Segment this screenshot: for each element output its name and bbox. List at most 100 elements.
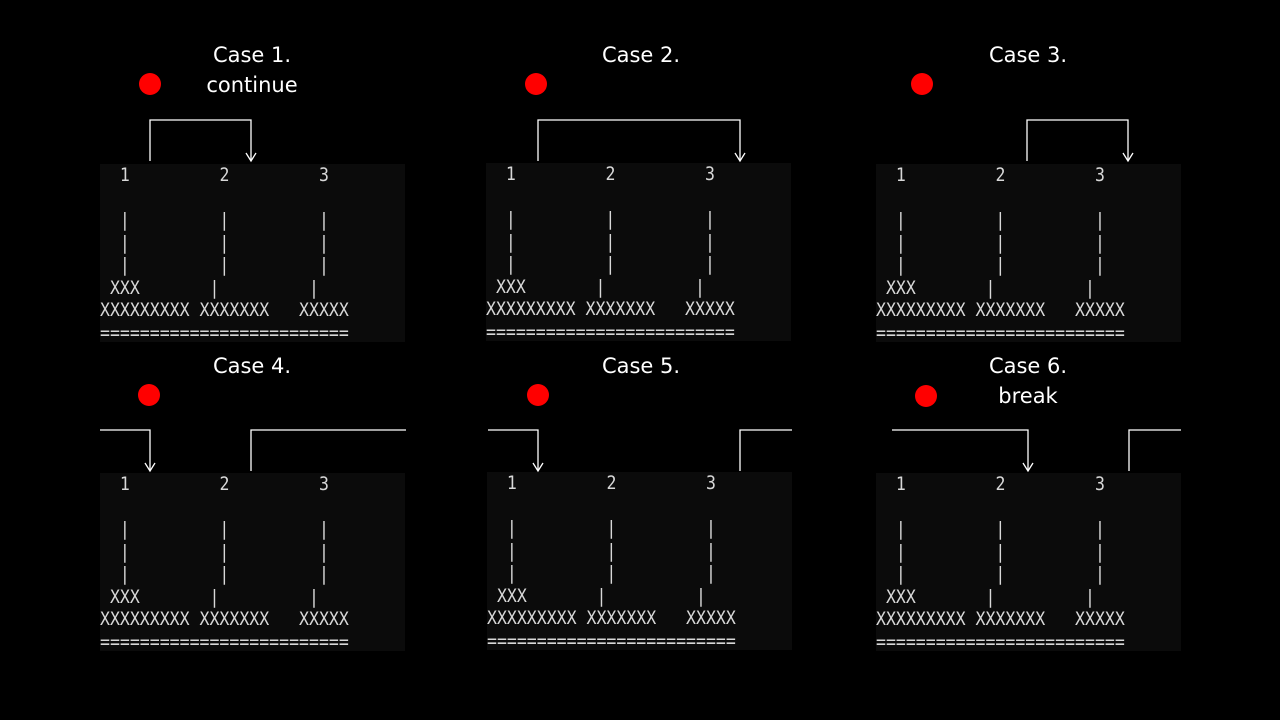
case-4-row-5: XXX | |	[109, 585, 319, 608]
case-1-row-3: | | |	[119, 231, 329, 254]
case-4-arrowhead	[144, 462, 156, 473]
case-1-heading: Case 1.	[212, 43, 292, 67]
case-1-column-2: 2	[219, 164, 230, 186]
case-5-title: Case 5.	[541, 351, 741, 381]
case-2-red-dot	[525, 73, 547, 95]
case-3-row-3: | | |	[895, 231, 1105, 254]
case-3-row-5: XXX | |	[885, 276, 1095, 299]
case-5-arrow-in	[488, 429, 539, 471]
case-3-column-1: 1	[895, 164, 906, 186]
case-6-column-labels: 1 2 3	[876, 473, 1105, 495]
case-6-arrowhead	[1022, 462, 1034, 473]
case-2-heading: Case 2.	[601, 43, 681, 67]
case-6-row-4: | | |	[895, 563, 1105, 585]
case-5-row-5: XXX | |	[496, 584, 706, 607]
case-6-column-1: 1	[895, 473, 906, 495]
case-3-terminal-panel: 1 2 3 | | | | | | | | | XXX | | XXXXXXXX…	[876, 164, 1181, 344]
case-5-column-2: 2	[606, 472, 617, 494]
case-3-arrowhead	[1122, 152, 1134, 163]
case-1-floor: =========================	[100, 321, 349, 344]
case-3-row-4: | | |	[895, 254, 1105, 276]
case-3-column-labels: 1 2 3	[876, 164, 1105, 186]
case-4-arrow-out	[250, 429, 406, 471]
case-4-floor: =========================	[100, 630, 349, 653]
case-5-ascii-towers: 1 2 3 | | | | | | | | | XXX | | XXXXXXXX…	[487, 472, 736, 652]
case-1-row-4: | | |	[119, 254, 329, 276]
case-2-floor: =========================	[486, 320, 735, 343]
case-4-row-2: | | |	[119, 518, 329, 540]
case-4-column-2: 2	[219, 473, 230, 495]
case-6-ascii-towers: 1 2 3 | | | | | | | | | XXX | | XXXXXXXX…	[876, 473, 1125, 653]
case-6-base-disks: XXXXXXXXX XXXXXXX XXXXX	[876, 608, 1125, 630]
case-5-row-4: | | |	[506, 562, 716, 584]
case-4-ascii-towers: 1 2 3 | | | | | | | | | XXX | | XXXXXXXX…	[100, 473, 349, 653]
case-3-column-3: 3	[1094, 164, 1105, 186]
case-4-column-labels: 1 2 3	[100, 473, 329, 495]
case-3-title: Case 3.	[928, 40, 1128, 70]
case-6-red-dot	[915, 385, 937, 407]
case-1-row-2: | | |	[119, 209, 329, 231]
case-2-title: Case 2.	[541, 40, 741, 70]
case-6-column-3: 3	[1094, 473, 1105, 495]
case-5-arrow-out	[739, 429, 792, 471]
case-2-column-2: 2	[605, 163, 616, 185]
case-4-row-3: | | |	[119, 540, 329, 563]
case-2-arrowhead	[734, 152, 746, 163]
case-5-base-disks: XXXXXXXXX XXXXXXX XXXXX	[487, 607, 736, 629]
case-2-ascii-towers: 1 2 3 | | | | | | | | | XXX | | XXXXXXXX…	[486, 163, 735, 343]
case-1-row-5: XXX | |	[109, 276, 319, 299]
case-5-column-1: 1	[506, 472, 517, 494]
case-5-heading: Case 5.	[601, 354, 681, 378]
case-1-subtitle: continue	[206, 73, 298, 97]
case-5-column-labels: 1 2 3	[487, 472, 716, 494]
case-2-row-2: | | |	[505, 208, 715, 230]
case-4-red-dot	[138, 384, 160, 406]
case-1-column-3: 3	[318, 164, 329, 186]
case-6-row-3: | | |	[895, 540, 1105, 563]
case-3-row-2: | | |	[895, 209, 1105, 231]
case-6-row-5: XXX | |	[885, 585, 1095, 608]
case-1-arrowhead	[245, 152, 257, 163]
case-6-terminal-panel: 1 2 3 | | | | | | | | | XXX | | XXXXXXXX…	[876, 473, 1181, 653]
case-6-floor: =========================	[876, 630, 1125, 653]
case-3-floor: =========================	[876, 321, 1125, 344]
case-4-row-4: | | |	[119, 563, 329, 585]
case-4-base-disks: XXXXXXXXX XXXXXXX XXXXX	[100, 608, 349, 630]
case-5-row-2: | | |	[506, 517, 716, 539]
case-2-column-1: 1	[505, 163, 516, 185]
case-1-arrow	[149, 119, 252, 161]
case-6-subtitle: break	[998, 384, 1058, 408]
case-3-heading: Case 3.	[988, 43, 1068, 67]
case-6-title: Case 6. break	[928, 351, 1128, 411]
case-6-column-2: 2	[995, 473, 1006, 495]
case-3-arrow	[1026, 119, 1129, 161]
case-2-column-labels: 1 2 3	[486, 163, 715, 185]
case-4-heading: Case 4.	[212, 354, 292, 378]
case-5-floor: =========================	[487, 629, 736, 652]
case-1-red-dot	[139, 73, 161, 95]
case-2-base-disks: XXXXXXXXX XXXXXXX XXXXX	[486, 298, 735, 320]
case-2-terminal-panel: 1 2 3 | | | | | | | | | XXX | | XXXXXXXX…	[486, 163, 791, 343]
case-1-terminal-panel: 1 2 3 | | | | | | | | | XXX | | XXXXXXXX…	[100, 164, 405, 344]
case-1-column-labels: 1 2 3	[100, 164, 329, 186]
case-2-row-3: | | |	[505, 230, 715, 253]
case-2-row-4: | | |	[505, 253, 715, 275]
case-1-base-disks: XXXXXXXXX XXXXXXX XXXXX	[100, 299, 349, 321]
case-6-row-2: | | |	[895, 518, 1105, 540]
case-1-title: Case 1. continue	[152, 40, 352, 100]
case-3-red-dot	[911, 73, 933, 95]
case-4-title: Case 4.	[152, 351, 352, 381]
case-5-red-dot	[527, 384, 549, 406]
case-2-arrow	[537, 119, 741, 161]
case-3-column-2: 2	[995, 164, 1006, 186]
case-4-column-3: 3	[318, 473, 329, 495]
case-2-column-3: 3	[704, 163, 715, 185]
case-5-row-3: | | |	[506, 539, 716, 562]
case-5-arrowhead	[532, 462, 544, 473]
case-4-arrow-in	[100, 429, 151, 471]
case-6-arrow-out	[1128, 429, 1181, 471]
case-2-row-5: XXX | |	[495, 275, 705, 298]
case-6-arrow-in	[892, 429, 1029, 471]
case-3-ascii-towers: 1 2 3 | | | | | | | | | XXX | | XXXXXXXX…	[876, 164, 1125, 344]
case-6-heading: Case 6.	[988, 354, 1068, 378]
